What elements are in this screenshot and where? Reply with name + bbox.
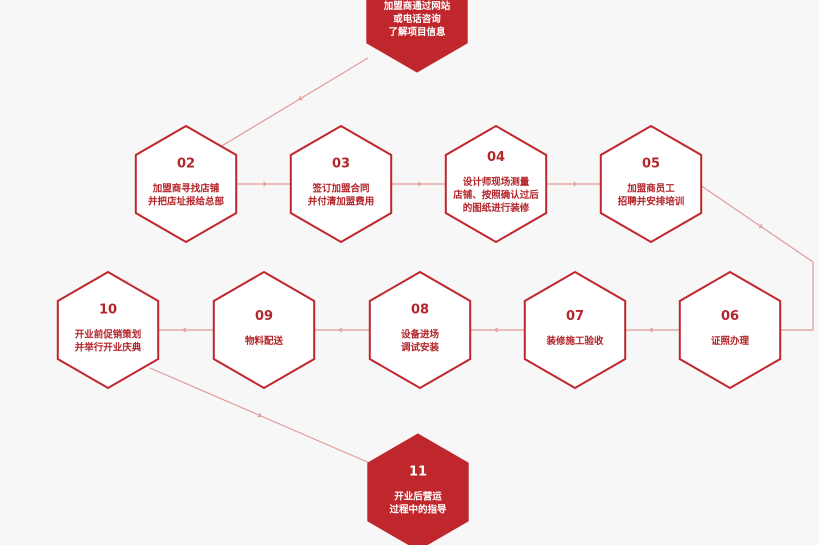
connector-arrow [758,223,763,229]
step-label-line: 并举行开业庆典 [75,342,142,354]
step-label-line: 了解项目信息 [388,26,446,38]
hexagon-outline-shape [368,270,472,390]
step-label-line: 调试安装 [401,342,440,354]
hexagon-outline-shape [444,124,548,244]
step-label-line: 加盟商寻找店铺 [152,183,220,195]
step-label-line: 的图纸进行装修 [463,202,530,214]
step-label-line: 开业前促销策划 [75,329,142,341]
connector-arrow [493,327,498,333]
step-label-line: 并付清加盟费用 [308,196,375,208]
step-number: 04 [487,150,505,165]
connector-arrow [338,327,343,333]
connectors [149,57,814,465]
step-node-01: 01加盟商通过网站或电话咨询了解项目信息 [366,0,468,73]
connector-line [214,57,369,151]
step-number: 06 [721,309,739,324]
hexagon-outline-shape [289,124,393,244]
hexagon-outline-shape [523,270,627,390]
step-number: 03 [332,157,350,172]
step-label-line: 签订加盟合同 [311,183,369,195]
connector-line [699,184,814,331]
step-number: 11 [409,465,427,480]
step-node-09: 09 物料配送 [212,270,316,390]
hexagon-outline-shape [212,270,316,390]
step-label-line: 加盟商通过网站 [383,0,451,12]
step-node-06: 06 证照办理 [678,270,782,390]
step-number: 05 [642,157,660,172]
hexagon-outline-shape [134,124,238,244]
connector-arrow [298,95,303,101]
step-label-line: 过程中的指导 [389,504,447,516]
step-label-line: 证照办理 [711,335,750,347]
step-label-line: 并把店址报给总部 [148,196,225,208]
step-number: 02 [177,157,195,172]
connector-arrow [573,181,578,187]
step-node-07: 07 装修施工验收 [523,270,627,390]
step-label-line: 店铺、按照确认过后 [453,189,539,201]
hexagon-filled-shape [366,0,468,73]
step-number: 08 [411,303,429,318]
hexagon-outline-shape [599,124,703,244]
connector-arrow [418,181,423,187]
hexagon-filled-shape [367,433,469,545]
step-label-line: 设计师现场测量 [463,176,530,188]
step-number: 07 [566,309,584,324]
step-label-line: 装修施工验收 [545,335,604,347]
step-label-line: 招聘并安排培训 [618,196,685,208]
step-label-line: 加盟商员工 [626,183,675,195]
step-label-line: 开业后营运 [394,491,442,503]
step-label-line: 物料配送 [245,335,284,347]
step-number: 10 [99,303,117,318]
connector-arrow [648,327,653,333]
step-number: 09 [255,309,273,324]
step-label-line: 设备进场 [401,329,440,341]
step-label-line: 或电话咨询 [393,13,441,25]
connector-arrow [263,181,268,187]
connector-arrow [182,327,187,333]
connector-arrow [257,412,262,418]
hexagon-outline-shape [56,270,160,390]
hexagon-outline-shape [678,270,782,390]
